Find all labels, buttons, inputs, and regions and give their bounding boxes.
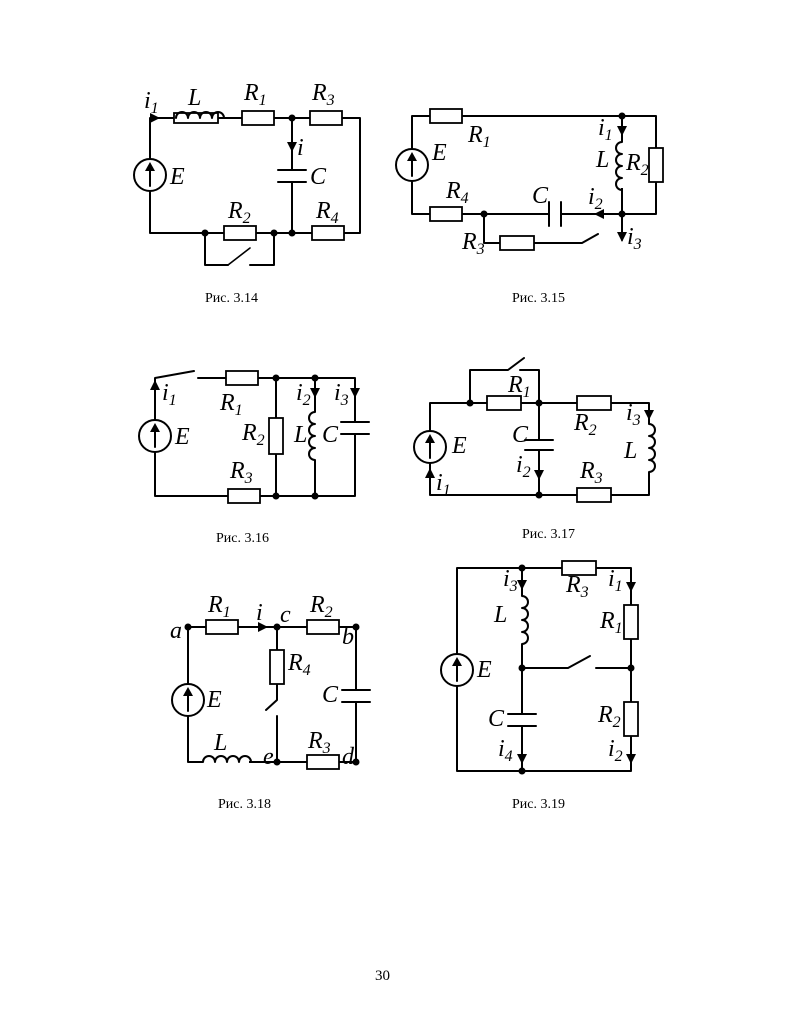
label-R3: R3 bbox=[461, 229, 485, 258]
label-i2: i2 bbox=[516, 452, 531, 481]
label-C: C bbox=[512, 422, 529, 448]
label-R2: R2 bbox=[227, 198, 251, 227]
label-i2: i2 bbox=[296, 380, 311, 409]
label-L: L bbox=[595, 147, 609, 173]
label-i3: i3 bbox=[334, 380, 349, 409]
label-E: E bbox=[206, 687, 222, 713]
caption-fig-3-18: Рис. 3.18 bbox=[218, 797, 271, 812]
label-C: C bbox=[322, 422, 339, 448]
label-b: b bbox=[342, 624, 354, 650]
label-R3: R3 bbox=[311, 80, 335, 109]
label-R1: R1 bbox=[507, 372, 531, 401]
label-R2: R2 bbox=[309, 592, 333, 621]
label-d: d bbox=[342, 744, 355, 770]
page-number: 30 bbox=[375, 968, 390, 984]
label-E: E bbox=[169, 164, 185, 190]
caption-fig-3-15: Рис. 3.15 bbox=[512, 291, 565, 306]
label-R3: R3 bbox=[307, 728, 331, 757]
label-i1: i1 bbox=[608, 566, 623, 595]
label-R1: R1 bbox=[207, 592, 231, 621]
caption-fig-3-14: Рис. 3.14 bbox=[205, 291, 258, 306]
label-i2: i2 bbox=[588, 184, 603, 213]
label-R4: R4 bbox=[287, 650, 311, 679]
label-L: L bbox=[187, 85, 201, 111]
label-c: c bbox=[280, 602, 291, 628]
label-i4: i4 bbox=[498, 736, 513, 765]
label-a: a bbox=[170, 618, 182, 644]
circuit-fig-3-19: i3 R3 i1 L R1 E C R2 i4 i2 Рис. 3.19 bbox=[440, 560, 639, 812]
label-E: E bbox=[174, 424, 190, 450]
label-R1: R1 bbox=[219, 390, 243, 419]
caption-fig-3-16: Рис. 3.16 bbox=[216, 531, 269, 546]
label-R4: R4 bbox=[315, 198, 339, 227]
label-L: L bbox=[293, 422, 307, 448]
label-E: E bbox=[431, 140, 447, 166]
label-i1: i1 bbox=[162, 380, 177, 409]
label-R1: R1 bbox=[599, 608, 623, 637]
label-R2: R2 bbox=[573, 410, 597, 439]
label-R1: R1 bbox=[467, 122, 491, 151]
label-L: L bbox=[213, 730, 227, 756]
circuit-fig-3-18: R1 i c R2 a b R4 C E L e R3 d Рис. 3.18 bbox=[170, 592, 371, 812]
label-i1: i1 bbox=[144, 88, 159, 117]
circuit-fig-3-16: i1 R1 i2 i3 E R2 L C R3 Рис. 3.16 bbox=[138, 370, 370, 546]
label-i3: i3 bbox=[627, 224, 642, 253]
circuit-fig-3-14: i1 L R1 R3 i C E R2 R4 Рис. 3.14 bbox=[133, 80, 361, 306]
label-R1: R1 bbox=[243, 80, 267, 109]
label-R2: R2 bbox=[625, 150, 649, 179]
label-L: L bbox=[493, 602, 507, 628]
label-i: i bbox=[256, 600, 263, 626]
label-i3: i3 bbox=[626, 400, 641, 429]
label-E: E bbox=[451, 433, 467, 459]
label-R2: R2 bbox=[241, 420, 265, 449]
label-R4: R4 bbox=[445, 178, 469, 207]
label-i1: i1 bbox=[598, 115, 613, 144]
label-i: i bbox=[297, 135, 304, 161]
caption-fig-3-17: Рис. 3.17 bbox=[522, 527, 575, 542]
label-e: e bbox=[263, 744, 274, 770]
label-i1: i1 bbox=[436, 470, 451, 499]
label-C: C bbox=[488, 706, 505, 732]
circuit-fig-3-15: R1 E i1 L R2 R4 C i2 R3 i3 Рис. 3.15 bbox=[395, 108, 664, 306]
label-i3: i3 bbox=[503, 566, 518, 595]
label-i2: i2 bbox=[608, 736, 623, 765]
label-R2: R2 bbox=[597, 702, 621, 731]
label-R3: R3 bbox=[579, 458, 603, 487]
caption-fig-3-19: Рис. 3.19 bbox=[512, 797, 565, 812]
label-R3: R3 bbox=[229, 458, 253, 487]
label-L: L bbox=[623, 438, 637, 464]
label-C: C bbox=[310, 164, 327, 190]
label-E: E bbox=[476, 657, 492, 683]
label-R3: R3 bbox=[565, 572, 589, 601]
circuit-fig-3-17: R1 C R2 i3 L E i2 R3 i1 Рис. 3.17 bbox=[413, 357, 656, 542]
label-C: C bbox=[322, 682, 339, 708]
label-C: C bbox=[532, 183, 549, 209]
